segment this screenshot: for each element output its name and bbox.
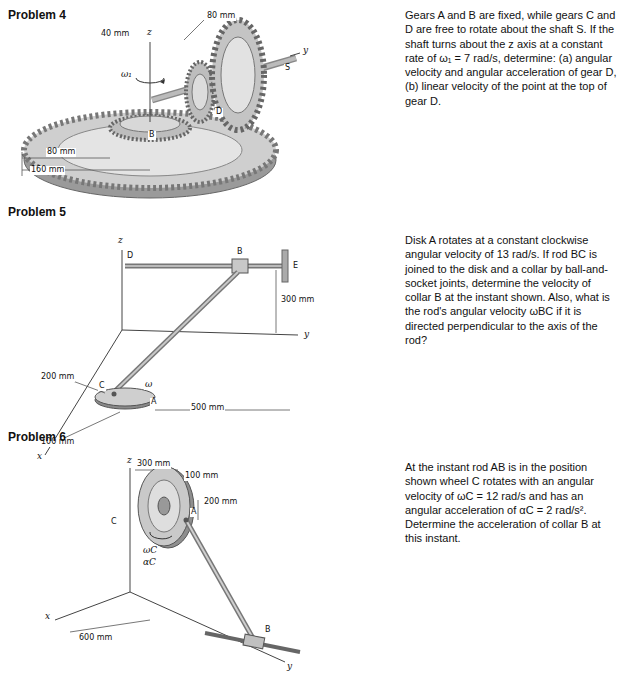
wheel-rod-collar-figure-part [205,633,300,652]
figure-label: D [215,108,223,117]
axis-label: ω₁ [120,70,133,80]
figure-label: C [98,382,106,391]
problem-heading: Problem 5 [8,205,66,219]
figure-label: 300 mm [280,296,315,305]
figure-label: 100 mm [184,472,219,481]
figure-label: 80 mm [206,12,236,21]
disk-rod-collar-figure-part [122,330,298,335]
gear-assembly-figure [22,20,300,198]
gear-assembly-figure-part [184,20,204,40]
wheel-rod-collar-figure-part [198,500,199,520]
axis-label: x [36,452,43,462]
wheel-rod-collar-figure-part [148,480,180,532]
figure-label: B [264,626,272,635]
axis-label: y [286,662,293,672]
figure-label: 500 mm [190,404,225,413]
axis-label: αC [142,558,157,568]
problem-statement: Disk A rotates at a constant clockwise a… [405,233,617,347]
problem-heading: Problem 6 [8,430,66,444]
axis-label: ωC [142,546,158,556]
gear-assembly-figure-part [212,20,264,130]
gear-assembly-figure-part [58,124,242,176]
wheel-rod-collar-figure-part [186,520,254,640]
disk-rod-collar-figure-part [70,380,105,393]
gear-assembly-figure-part [290,53,300,56]
axis-label: x [44,612,51,622]
gear-assembly-figure-part [160,79,165,84]
problem-statement: Gears A and B are fixed, while gears C a… [405,8,617,108]
wheel-rod-collar-figure-part [130,468,131,592]
gear-assembly-figure-part [150,42,151,122]
wheel-rod-collar-figure-part [55,592,130,620]
axis-label: z [126,456,133,466]
disk-rod-collar-figure-part [114,272,238,392]
disk-rod-collar-figure-part [276,270,277,333]
gear-assembly-figure-part [22,152,23,176]
figure-label: A [190,508,197,517]
disk-rod-collar-figure-part [60,412,120,440]
wheel-rod-collar-figure-part [243,634,265,649]
disk-rod-collar-figure-part [112,392,117,397]
wheel-rod-collar-figure [55,466,300,662]
gear-assembly-figure-part [22,158,110,159]
gear-assembly-figure-part [186,62,214,122]
disk-rod-collar-figure-part [282,250,288,282]
axis-label: y [302,46,309,56]
figure-label: D [126,252,134,261]
wheel-rod-collar-figure-part [158,497,170,515]
problem-statement: At the instant rod AB is in the position… [405,460,617,546]
gear-assembly-figure-part [221,37,255,113]
wheel-rod-collar-figure-part [70,620,150,632]
axis-label: z [146,28,153,38]
axis-label: ω [144,380,153,390]
figure-label: C [110,518,118,527]
wheel-rod-collar-figure-part [150,532,172,539]
disk-rod-collar-figure-part [122,250,123,330]
figure-label: 160 mm [30,166,65,175]
figure-label: E [292,262,299,271]
figure-label: S [284,64,291,73]
wheel-rod-collar-figure-part [186,520,254,640]
figure-label: 200 mm [40,373,75,382]
problem-heading: Problem 4 [8,8,66,22]
axis-label: y [303,330,310,340]
gear-assembly-figure-part [136,78,164,83]
disk-rod-collar-figure-part [125,264,282,269]
gear-assembly-figure-part [192,74,208,110]
disk-rod-collar-figure-part [232,259,248,273]
figure-label: 40 mm [100,30,130,39]
figure-label: 80 mm [46,148,76,157]
figure-label: B [148,131,156,140]
wheel-rod-collar-figure-part [130,592,285,662]
disk-rod-collar-figure-part [125,265,282,267]
wheel-rod-collar-figure-part [184,518,189,523]
figure-label: 200 mm [203,498,238,507]
figure-label: 300 mm [136,460,171,469]
disk-rod-collar-figure [45,250,298,455]
figure-label: 600 mm [78,634,113,643]
wheel-rod-collar-figure-part [138,466,190,546]
figure-label: B [236,248,244,257]
axis-label: z [117,236,124,246]
figure-label: A [150,398,157,407]
disk-rod-collar-figure-part [114,272,238,392]
